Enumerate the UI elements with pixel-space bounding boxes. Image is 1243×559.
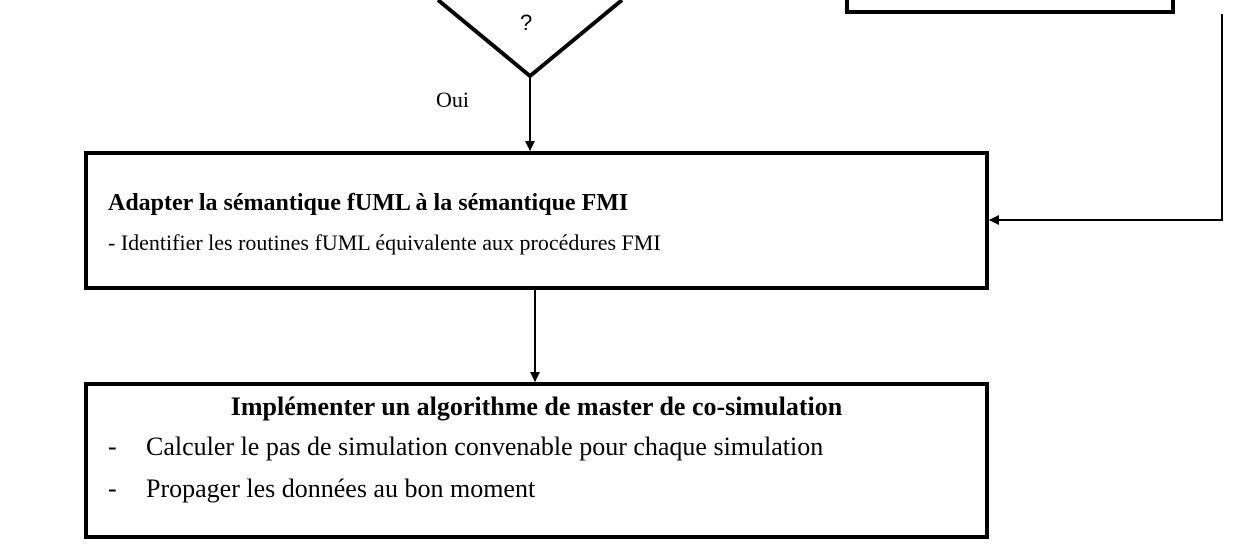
process-box-implement-master: Implémenter un algorithme de master de c… [84, 382, 989, 539]
edge-label-oui: Oui [436, 87, 469, 112]
bullet-dash: - [108, 474, 117, 503]
decision-label: ? [520, 10, 533, 35]
bullet-dash: - [108, 432, 117, 461]
implement-step-item-text: Propager les données au bon moment [146, 474, 536, 503]
process-box-top-right [845, 0, 1175, 14]
adapt-step-title: Adapter la sémantique fUML à la sémantiq… [108, 190, 629, 216]
adapt-step-detail: - Identifier les routines fUML équivalen… [108, 230, 661, 255]
implement-step-title: Implémenter un algorithme de master de c… [230, 392, 843, 421]
implement-step-item: -Propager les données au bon moment [108, 474, 535, 504]
implement-step-item-text: Calculer le pas de simulation convenable… [146, 432, 824, 461]
process-box-adapt-semantics: Adapter la sémantique fUML à la sémantiq… [84, 151, 989, 290]
implement-step-item: -Calculer le pas de simulation convenabl… [108, 432, 823, 462]
connector-topright-to-adapt [989, 14, 1223, 225]
